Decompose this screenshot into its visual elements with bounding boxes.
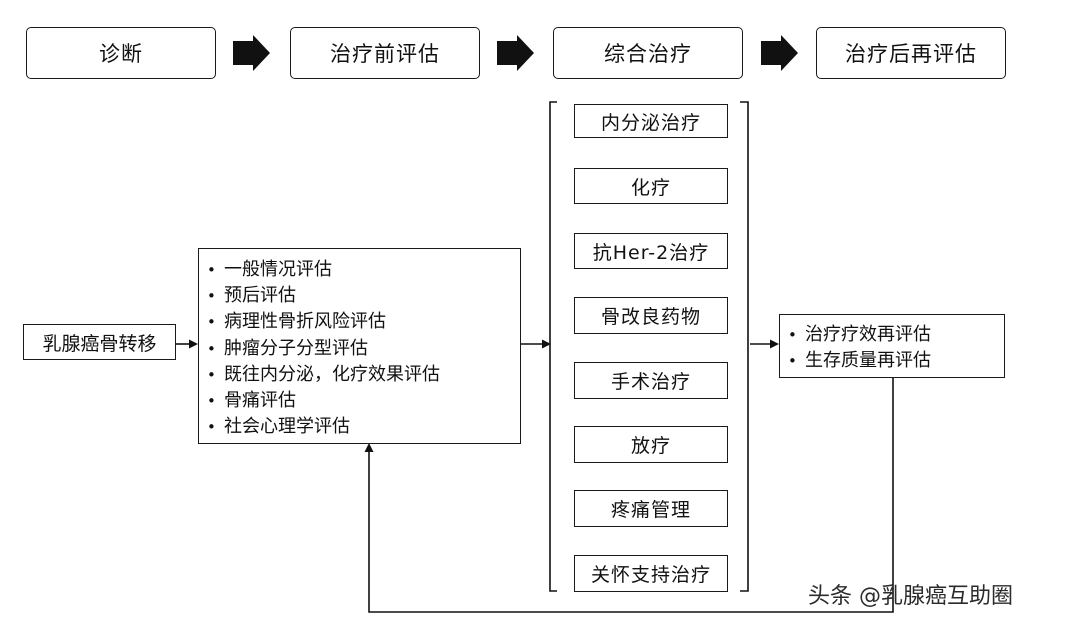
therapy-chemotherapy: 化疗 [574,168,728,204]
stage-post-treatment-assessment: 治疗后再评估 [816,27,1006,79]
pre-assessment-item: 既往内分泌，化疗效果评估 [207,362,520,388]
therapy-endocrine: 内分泌治疗 [574,104,728,138]
stage-diagnosis: 诊断 [26,27,216,79]
pre-assessment-item: 肿瘤分子分型评估 [207,336,520,362]
patient-label: 乳腺癌骨转移 [42,332,157,355]
post-assessment-item: 生存质量再评估 [788,348,1004,374]
post-assessment-box: 治疗疗效再评估 生存质量再评估 [779,314,1005,378]
therapy-surgery: 手术治疗 [574,362,728,399]
arrowhead-therapy [542,339,551,349]
stage-diagnosis-label: 诊断 [99,42,143,66]
therapy-label: 关怀支持治疗 [590,564,711,586]
therapy-label: 疼痛管理 [610,499,691,521]
therapy-label: 化疗 [630,176,671,199]
stage-arrow-1 [233,35,270,71]
stage-arrow-2 [497,35,534,71]
therapy-label: 抗Her-2治疗 [592,241,710,264]
pre-assessment-item: 一般情况评估 [207,257,520,283]
patient-box: 乳腺癌骨转移 [23,324,176,360]
therapy-label: 内分泌治疗 [600,111,701,134]
therapy-bone-modifying-agents: 骨改良药物 [574,297,728,334]
stage-post-treatment-assessment-label: 治疗后再评估 [845,42,977,66]
arrowhead-patient [189,339,198,349]
therapy-label: 手术治疗 [610,371,691,393]
stage-pre-treatment-assessment-label: 治疗前评估 [330,42,440,66]
therapy-supportive-care: 关怀支持治疗 [574,555,728,592]
pre-assessment-item: 病理性骨折风险评估 [207,309,520,335]
arrowhead-feedback [364,443,374,452]
therapy-anti-her2: 抗Her-2治疗 [574,233,728,269]
stage-arrow-3 [761,35,798,71]
therapy-pain-management: 疼痛管理 [574,490,728,527]
stage-pre-treatment-assessment: 治疗前评估 [290,27,480,79]
stage-comprehensive-treatment: 综合治疗 [553,27,743,79]
post-assessment-item: 治疗疗效再评估 [788,322,1004,348]
therapy-radiotherapy: 放疗 [574,426,728,463]
therapy-bracket [549,101,749,592]
therapy-label: 骨改良药物 [600,306,701,328]
post-assessment-list: 治疗疗效再评估 生存质量再评估 [788,322,1004,374]
arrowhead-post [770,339,779,349]
pre-assessment-item: 骨痛评估 [207,388,520,414]
pre-assessment-box: 一般情况评估 预后评估 病理性骨折风险评估 肿瘤分子分型评估 既往内分泌，化疗效… [198,248,521,444]
pre-assessment-list: 一般情况评估 预后评估 病理性骨折风险评估 肿瘤分子分型评估 既往内分泌，化疗效… [207,257,520,440]
pre-assessment-item: 社会心理学评估 [207,414,520,440]
feedback-loop [368,378,894,613]
pre-assessment-item: 预后评估 [207,283,520,309]
watermark-text: 头条 @乳腺癌互助圈 [808,584,1013,609]
therapy-label: 放疗 [630,435,671,457]
stage-comprehensive-treatment-label: 综合治疗 [604,42,692,66]
